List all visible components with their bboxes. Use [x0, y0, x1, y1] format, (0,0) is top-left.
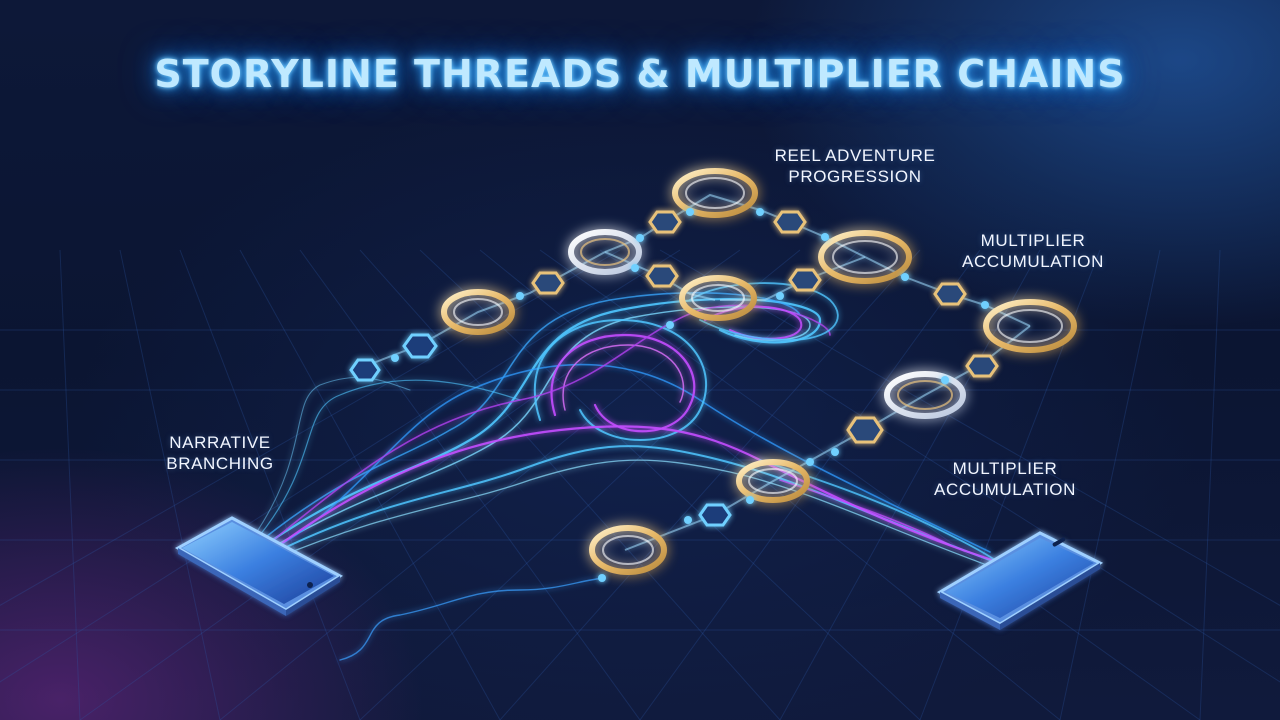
ring-node-icon: [568, 229, 642, 275]
diagram-title: STORYLINE THREADS & MULTIPLIER CHAINS: [154, 52, 1126, 96]
hexagon-node-icon: [788, 268, 822, 292]
ring-node-icon: [441, 289, 515, 335]
hexagon-node-icon: [773, 210, 807, 234]
ring-nodes: [441, 168, 1077, 575]
smartphone-left-icon: [174, 516, 343, 616]
hexagon-node-icon: [933, 282, 967, 306]
label-reel-adventure-progression: REEL ADVENTURE PROGRESSION: [774, 146, 936, 186]
label-narrative-branching: NARRATIVE BRANCHING: [166, 433, 274, 473]
ring-node-icon: [736, 459, 810, 503]
ring-node-icon: [818, 230, 912, 284]
ring-node-icon: [589, 525, 667, 575]
label-multiplier-accumulation-top: MULTIPLIER ACCUMULATION: [962, 231, 1104, 271]
smartphone-right-icon: [936, 531, 1104, 630]
hexagon-node-icon: [965, 354, 999, 378]
label-multiplier-accumulation-bottom: MULTIPLIER ACCUMULATION: [934, 459, 1076, 499]
storyline-threads: [257, 282, 996, 661]
hexagon-nodes: [349, 208, 999, 582]
hexagon-node-icon: [402, 333, 438, 359]
hexagon-node-icon: [648, 210, 682, 234]
hexagon-node-icon: [698, 503, 732, 527]
hexagon-node-icon: [645, 264, 679, 288]
hexagon-node-icon: [349, 358, 381, 382]
hexagon-node-icon: [846, 416, 884, 444]
ring-node-icon: [672, 168, 758, 218]
ring-node-icon: [679, 275, 757, 321]
ring-node-icon: [983, 299, 1077, 353]
ring-node-icon: [884, 371, 966, 419]
hexagon-node-icon: [531, 271, 565, 295]
